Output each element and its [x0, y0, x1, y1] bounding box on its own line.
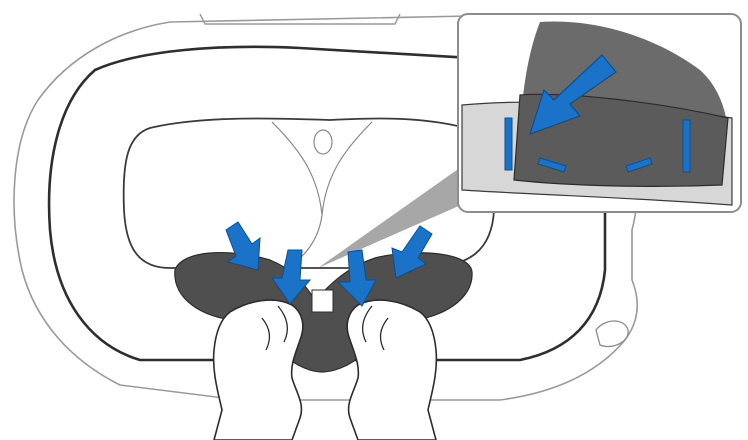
cushion-center-tab	[311, 289, 334, 313]
detail-inset	[457, 13, 742, 213]
arrow-icon	[391, 225, 433, 279]
side-clip	[595, 320, 629, 348]
inset-clip-left	[504, 117, 513, 171]
right-hand	[346, 299, 438, 440]
inset-clip-slot-1	[537, 157, 567, 173]
right-hand-fingers	[361, 305, 389, 351]
arrow-icon	[336, 249, 377, 307]
arrow-icon	[225, 221, 261, 271]
top-connector-slot	[199, 13, 401, 25]
arrow-icon	[271, 249, 312, 305]
press-arrows	[225, 221, 433, 307]
arrow-icon	[529, 54, 617, 135]
callout-wedge	[318, 155, 495, 268]
left-hand	[212, 299, 304, 440]
inset-clip-right	[682, 119, 691, 173]
proximity-sensor	[313, 129, 333, 155]
headset-inner-rim	[47, 45, 607, 362]
inset-clip-slot-2	[625, 157, 653, 173]
left-hand-fingers	[261, 305, 289, 351]
